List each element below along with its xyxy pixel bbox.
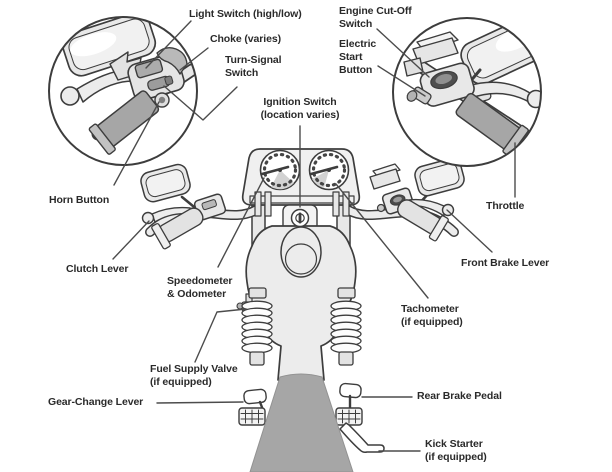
leader-front-brake xyxy=(446,209,493,253)
right-footpeg xyxy=(335,407,363,426)
right-fork-spring xyxy=(330,287,362,366)
leader-gear-change xyxy=(156,401,244,404)
front-brake-master-cylinder xyxy=(369,163,401,190)
leader-turn-signal xyxy=(163,85,238,121)
throttle-grip xyxy=(455,92,529,157)
leader-tachometer xyxy=(335,183,429,299)
choke-lever xyxy=(156,46,188,75)
throttle-grip-main xyxy=(397,199,449,242)
leader-choke xyxy=(179,47,209,71)
fuel-filler-cap xyxy=(280,226,322,278)
left-grip-main xyxy=(151,207,204,250)
left-mirror xyxy=(140,163,201,213)
inset-left-grip xyxy=(88,90,160,155)
left-footpeg xyxy=(238,407,266,426)
inset-left-mirror xyxy=(61,17,157,77)
leader-lines xyxy=(112,20,516,452)
right-inset xyxy=(392,17,542,167)
tachometer-needle xyxy=(309,165,339,176)
leader-electric-start xyxy=(377,65,426,97)
left-inset-circle xyxy=(48,16,198,166)
leader-light-switch xyxy=(145,20,192,69)
leader-horn xyxy=(113,101,160,186)
right-switch-housing xyxy=(376,187,415,215)
ignition-switch xyxy=(290,208,310,228)
kick-starter xyxy=(339,422,385,453)
speedometer-needle xyxy=(260,165,290,176)
gear-change-lever xyxy=(243,388,267,412)
fuel-tank xyxy=(245,225,357,381)
light-switch xyxy=(134,58,164,79)
front-fender xyxy=(249,373,354,472)
artwork-root xyxy=(48,16,542,472)
left-inset xyxy=(48,16,198,166)
leader-fuel-valve xyxy=(194,308,247,363)
speedometer-gauge xyxy=(259,149,301,191)
tachometer-gauge xyxy=(308,149,350,191)
leader-speedometer xyxy=(217,177,265,268)
rear-brake-pedal xyxy=(339,382,362,410)
left-fork-spring xyxy=(241,287,273,366)
engine-cutoff-switch xyxy=(430,70,458,90)
right-inset-circle xyxy=(392,17,542,167)
motorcycle-front-view xyxy=(140,148,465,472)
inset-master-cylinder xyxy=(403,31,459,77)
leader-clutch xyxy=(112,220,150,260)
leader-engine-cutoff xyxy=(376,28,430,78)
right-mirror xyxy=(413,157,465,210)
